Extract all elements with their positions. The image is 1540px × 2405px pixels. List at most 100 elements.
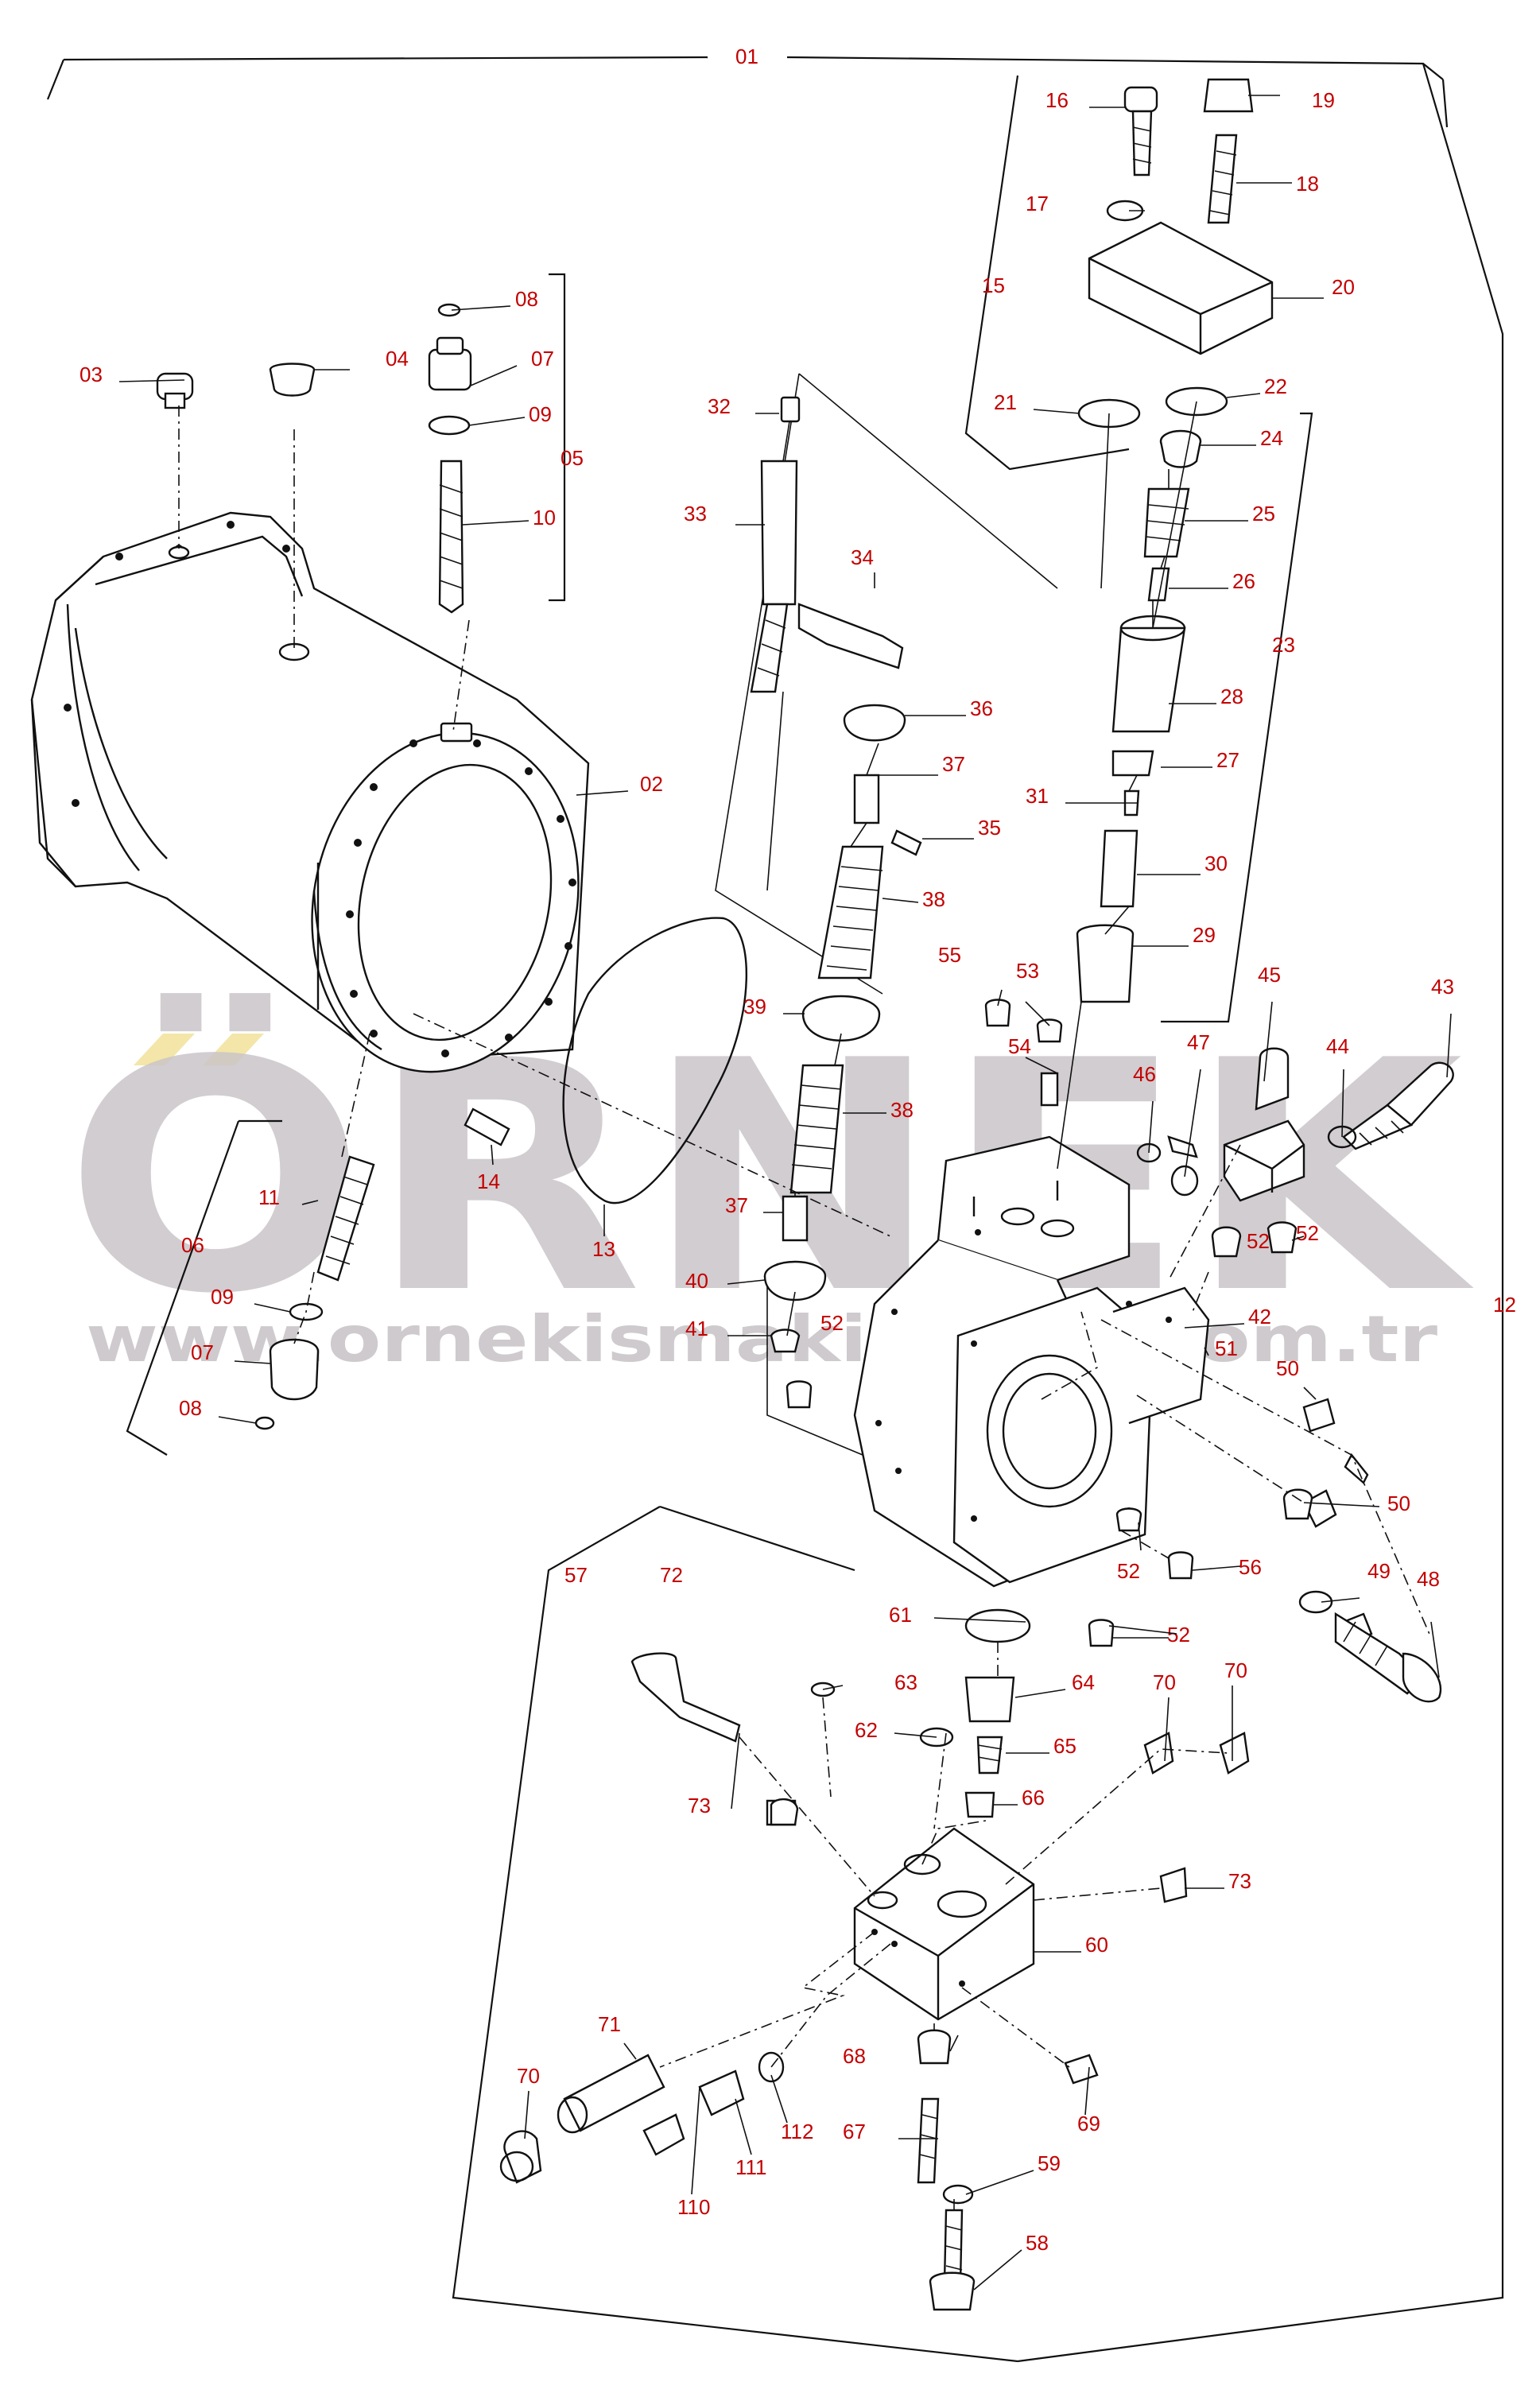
- label-09-lower: 09: [211, 1285, 234, 1309]
- part-labels: 01 02 03 04 05 06 07 07 08 08 09 09 10 1…: [80, 45, 1516, 2255]
- label-31: 31: [1026, 784, 1049, 808]
- label-60: 60: [1085, 1933, 1108, 1957]
- label-42: 42: [1248, 1305, 1271, 1329]
- leader-lines: [178, 401, 1432, 2210]
- label-51: 51: [1215, 1336, 1238, 1360]
- label-67: 67: [843, 2120, 866, 2143]
- label-24: 24: [1260, 426, 1283, 450]
- label-33: 33: [684, 502, 707, 526]
- label-07-lower: 07: [191, 1340, 214, 1364]
- label-46: 46: [1133, 1062, 1156, 1086]
- label-65: 65: [1053, 1734, 1076, 1758]
- label-73-a: 73: [688, 1794, 711, 1817]
- label-48: 48: [1417, 1567, 1440, 1591]
- label-50-upper: 50: [1276, 1356, 1299, 1380]
- label-34: 34: [851, 545, 874, 569]
- label-52-d: 52: [1167, 1623, 1190, 1647]
- label-71: 71: [598, 2012, 621, 2036]
- label-18: 18: [1296, 172, 1319, 196]
- label-63: 63: [894, 1670, 917, 1694]
- label-112: 112: [781, 2120, 813, 2143]
- label-59: 59: [1038, 2151, 1061, 2175]
- label-35: 35: [978, 816, 1001, 840]
- label-25: 25: [1252, 502, 1275, 526]
- label-27: 27: [1216, 748, 1239, 772]
- label-03: 03: [80, 363, 103, 386]
- label-52-a: 52: [1296, 1221, 1319, 1245]
- pin-14-part: [464, 1107, 510, 1146]
- label-28: 28: [1220, 685, 1243, 708]
- label-29: 29: [1193, 923, 1216, 947]
- label-10: 10: [533, 506, 556, 529]
- label-39: 39: [743, 995, 766, 1018]
- valve-body-part: [853, 1135, 1210, 1588]
- relief-valve-group-part: [1076, 78, 1274, 1003]
- label-61: 61: [889, 1603, 912, 1627]
- label-41: 41: [685, 1317, 708, 1340]
- label-73-b: 73: [1228, 1869, 1251, 1893]
- label-32: 32: [708, 394, 731, 418]
- label-47: 47: [1187, 1030, 1210, 1054]
- label-36: 36: [970, 696, 993, 720]
- label-50-lower: 50: [1387, 1491, 1410, 1515]
- o-ring-13-part: [562, 917, 748, 1204]
- label-23: 23: [1272, 633, 1295, 657]
- label-58: 58: [1026, 2231, 1049, 2255]
- label-20: 20: [1332, 275, 1355, 299]
- label-55: 55: [938, 943, 961, 967]
- label-21: 21: [994, 390, 1017, 414]
- label-26: 26: [1232, 569, 1255, 593]
- lower-manifold-part: [499, 1608, 1250, 2311]
- label-52-e: 52: [1247, 1229, 1270, 1253]
- label-62: 62: [855, 1718, 878, 1742]
- label-19: 19: [1312, 88, 1335, 112]
- port-fitting-lower-part: [254, 1155, 375, 1430]
- label-06: 06: [181, 1233, 204, 1257]
- pilot-valve-stack-part: [750, 396, 922, 1353]
- label-38-lower: 38: [890, 1098, 914, 1122]
- label-08-upper: 08: [515, 287, 538, 311]
- label-01: 01: [735, 45, 758, 68]
- label-70-b: 70: [1224, 1658, 1247, 1682]
- label-30: 30: [1204, 851, 1228, 875]
- label-49: 49: [1367, 1559, 1391, 1583]
- label-40: 40: [685, 1269, 708, 1293]
- label-45: 45: [1258, 963, 1281, 987]
- label-70-a: 70: [1153, 1670, 1176, 1694]
- label-111: 111: [735, 2155, 767, 2179]
- group-brackets: [46, 56, 1504, 2363]
- label-72: 72: [660, 1563, 683, 1587]
- label-09-upper: 09: [529, 402, 552, 426]
- label-14: 14: [477, 1170, 500, 1193]
- label-70-c: 70: [517, 2064, 540, 2088]
- label-57: 57: [564, 1563, 588, 1587]
- label-54: 54: [1008, 1034, 1031, 1058]
- label-68: 68: [843, 2044, 866, 2068]
- label-38-upper: 38: [922, 887, 945, 911]
- label-22: 22: [1264, 374, 1287, 398]
- label-04: 04: [386, 347, 409, 370]
- pressure-switch-part: [1136, 1047, 1454, 1703]
- label-leaders: [118, 95, 1452, 2291]
- label-110: 110: [677, 2195, 710, 2219]
- label-53: 53: [1016, 959, 1039, 983]
- label-66: 66: [1022, 1786, 1045, 1810]
- label-05: 05: [561, 446, 584, 470]
- label-69: 69: [1077, 2112, 1100, 2135]
- label-12: 12: [1493, 1293, 1516, 1317]
- label-07-upper: 07: [531, 347, 554, 370]
- label-43: 43: [1431, 975, 1454, 999]
- label-52-c: 52: [1117, 1559, 1140, 1583]
- label-52-b: 52: [820, 1311, 844, 1335]
- cylinder-housing-part: [30, 511, 590, 1073]
- label-44: 44: [1326, 1034, 1349, 1058]
- label-37-upper: 37: [942, 752, 965, 776]
- label-17: 17: [1026, 192, 1049, 215]
- label-15: 15: [982, 273, 1005, 297]
- label-56: 56: [1239, 1555, 1262, 1579]
- label-08-lower: 08: [179, 1396, 202, 1420]
- plug-fittings-part: [786, 999, 1313, 1647]
- label-11: 11: [258, 1185, 280, 1209]
- label-37-lower: 37: [725, 1193, 748, 1217]
